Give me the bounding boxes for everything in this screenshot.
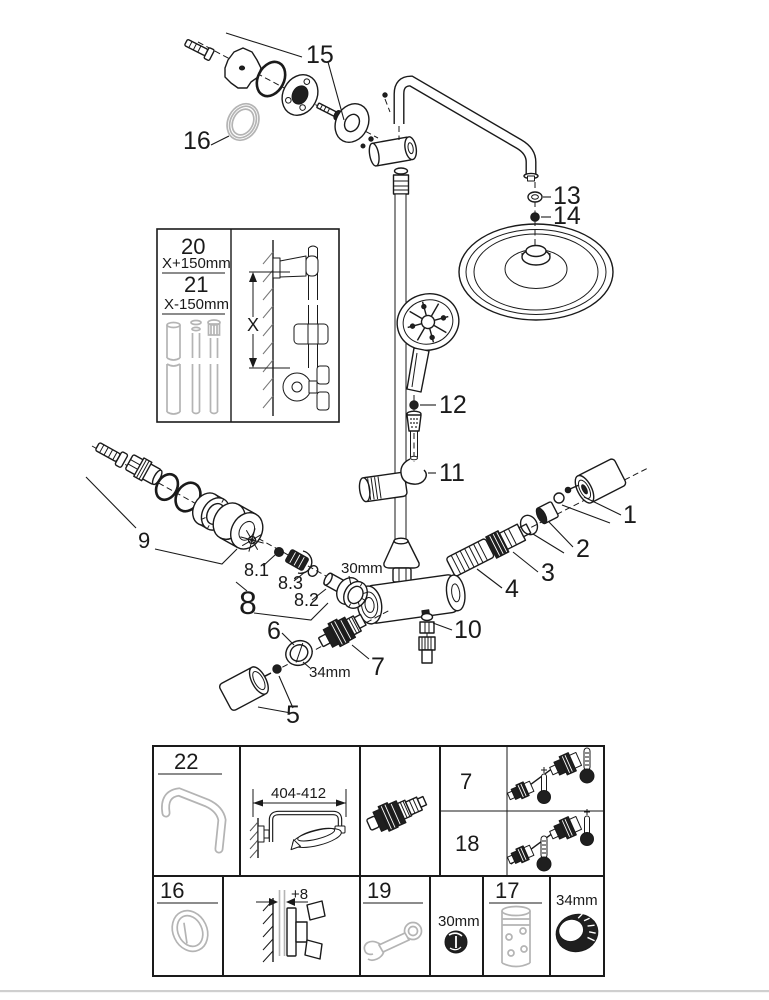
cap-2-icon: [535, 501, 559, 525]
gasket-icon: [393, 167, 409, 175]
thermometer-scale-icon: [579, 747, 595, 784]
sleeve-4-icon: [446, 538, 495, 577]
thermometer-plus-icon: [537, 766, 551, 804]
ring-6-icon: [285, 639, 313, 667]
callout-8-1: 8.1: [244, 560, 269, 580]
table-row-18-label: 18: [455, 831, 479, 856]
cap-5-icon: [219, 666, 269, 711]
callout-12: 12: [439, 391, 467, 419]
head-shower: [458, 223, 614, 321]
callout-2: 2: [576, 535, 590, 563]
callout-6: 6: [267, 617, 281, 645]
chain-left-9: 9: [85, 442, 363, 597]
callout-8: 8: [239, 585, 257, 621]
table-cell-22-label: 22: [174, 749, 198, 774]
screw-icon: [184, 38, 215, 61]
shower-arm: [393, 75, 539, 182]
check-valve-icon: [505, 778, 536, 804]
small-o-ring-icon: [307, 565, 319, 577]
wall-mount-exploded-15: 15: [184, 32, 379, 143]
offset-drawing: +8: [256, 886, 326, 963]
table-cell-16-label: 16: [160, 878, 184, 903]
parts-5-6-7: 6 34mm 7 5: [219, 609, 391, 729]
thermometer-plus-icon: [580, 808, 594, 846]
o-ring-icon: [255, 60, 287, 98]
dim-30mm-label: 30mm: [341, 560, 383, 577]
aerator-10: 10: [418, 612, 482, 664]
subparts-8: 30mm 8.1 8.3 8.2 8: [235, 528, 383, 621]
inset-part-21-label: 21: [184, 272, 208, 297]
arm-spare-icon: [161, 787, 227, 854]
callout-8-2: 8.2: [294, 590, 319, 610]
thermometer-scale-icon: [536, 835, 552, 872]
callout-9: 9: [138, 528, 150, 553]
ring-nut-34mm-icon: [555, 913, 599, 953]
escutcheon-icon: [334, 103, 370, 143]
callout-15: 15: [306, 41, 334, 69]
flange-icon: [281, 74, 319, 116]
callout-13: 13: [553, 182, 581, 210]
inset-rail-box: 20 X+150mm 21 X-150mm: [156, 228, 340, 423]
cap-1-icon: [574, 458, 627, 504]
inset-x-label: X: [247, 315, 259, 335]
knurled-connector-icon: [392, 174, 410, 195]
row-7-icons: [505, 747, 595, 804]
check-valve-icon: [505, 842, 536, 868]
callout-8-3: 8.3: [278, 573, 303, 593]
table-34mm-label: 34mm: [556, 892, 598, 909]
x-dimension: X: [244, 271, 290, 369]
callout-7: 7: [371, 653, 385, 681]
o-ring-icon: [154, 472, 180, 502]
inset-length-20-label: X+150mm: [162, 255, 231, 272]
wrench-icon: [363, 921, 423, 961]
table-row-7-label: 7: [460, 769, 472, 794]
callout-4: 4: [505, 575, 519, 603]
callout-16: 16: [183, 127, 211, 155]
hand-shower: [396, 293, 460, 393]
arm-dimension-drawing: [249, 789, 347, 859]
wall-union: [360, 92, 418, 195]
table-cell-17-label: 17: [495, 878, 519, 903]
glide-bracket-11: 11: [358, 458, 465, 503]
inset-length-21-label: X-150mm: [164, 296, 229, 313]
valve-body: [356, 537, 466, 625]
callout-5: 5: [286, 701, 300, 729]
check-valve-spare-icon: [366, 795, 428, 832]
escutcheon-cylinder-icon: [212, 502, 264, 550]
nut-30mm-icon: [336, 577, 368, 609]
hex-adapter-icon: [125, 454, 163, 486]
escutcheon-16: 16: [183, 102, 260, 155]
rail-tube-icons: [166, 319, 221, 415]
screw-icon: [95, 442, 129, 468]
rail-side-view: [272, 245, 330, 411]
table-cell-19-label: 19: [367, 878, 391, 903]
row-18-icons: [505, 808, 594, 872]
spare-parts-table: 22 404-412: [152, 745, 605, 977]
ring-spare-icon: [171, 909, 209, 953]
cartridge-spare-icon: [501, 905, 531, 968]
mounting-plate-icon: [224, 47, 262, 89]
table-30mm-label: 30mm: [438, 913, 480, 930]
star-washer-icon: [240, 528, 264, 552]
table-arm-length-label: 404-412: [271, 785, 326, 802]
knurled-part-icon: [285, 549, 309, 571]
dim-34mm-label: 34mm: [309, 664, 351, 681]
cartridge-3-icon: [485, 523, 532, 559]
check-valve-icon: [546, 813, 584, 845]
inset-part-20-label: 20: [181, 234, 205, 259]
clip-icon: [297, 550, 313, 574]
table-offset-label: +8: [291, 886, 308, 903]
check-valve-icon: [546, 749, 584, 781]
callout-3: 3: [541, 559, 555, 587]
footer-divider: [0, 990, 769, 993]
filter-12: 12: [406, 391, 467, 462]
check-valve-7-icon: [318, 613, 367, 648]
washer-13-ball-14: 13 14: [527, 182, 581, 250]
callout-10: 10: [454, 616, 482, 644]
nut-30mm-spare-icon: [444, 930, 468, 954]
callout-11: 11: [439, 459, 465, 487]
callout-1: 1: [623, 501, 637, 529]
chain-right-1-2-3-4: 4 3 2 1: [446, 458, 649, 603]
